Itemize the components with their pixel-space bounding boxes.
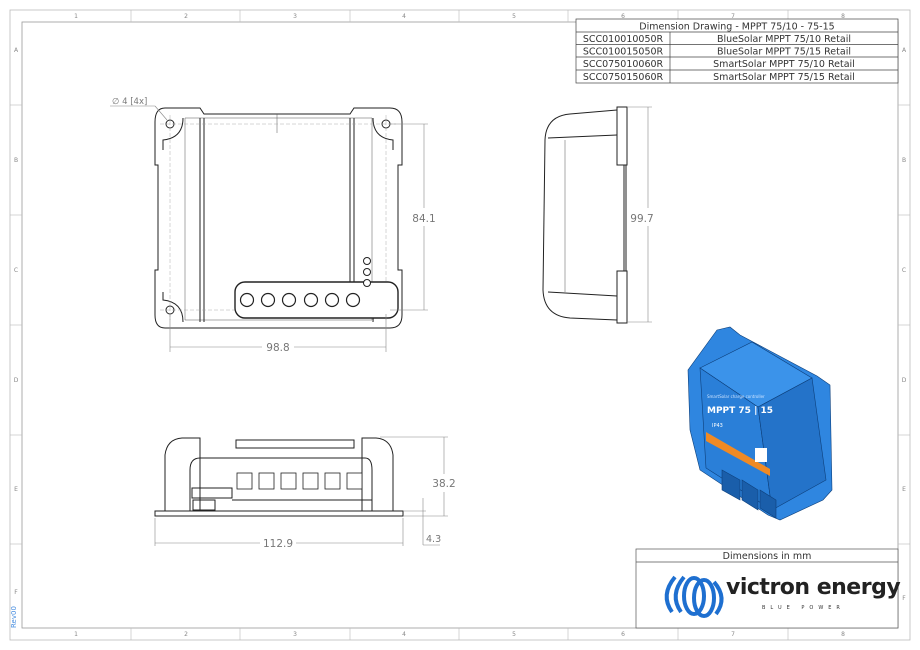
row-label: F [14,589,18,596]
col-label: 4 [402,13,406,20]
row-label: E [902,486,906,493]
product-render: SmartSolar charge controller MPPT 75 | 1… [687,326,833,521]
bottom-terminal-slots [236,472,363,490]
inner-frame [21,21,899,629]
col-label: 6 [621,13,625,20]
col-label: 1 [74,13,78,20]
part-code: SCC075015060R [583,72,664,83]
terminal-screws [239,292,361,308]
status-leds [363,257,371,287]
side-view: 99.7 [542,106,654,324]
bottom-view: 38.2 4.3 112.9 [154,436,456,550]
part-name: BlueSolar MPPT 75/10 Retail [717,34,851,45]
col-label: 5 [512,13,516,20]
revision-label: Rev00 [10,606,18,628]
title-table: Dimension Drawing - MPPT 75/10 - 75-15 S… [575,18,899,84]
col-label: 7 [731,13,735,20]
dim-side-height: 99.7 [630,213,653,225]
logo-tagline: BLUE POWER [762,605,845,611]
terminal-blocks [721,469,777,519]
logo-text: victron energy [726,575,900,600]
footer-box: Dimensions in mm victron energy BLUE POW… [635,548,901,629]
grid-ticks [10,10,910,640]
part-code: SCC075010060R [583,59,664,70]
col-label: 4 [402,631,406,638]
col-label: 2 [184,631,188,638]
row-label: E [14,486,18,493]
row-label: B [14,157,18,164]
grid-column-labels: 1 2 3 4 5 6 7 8 1 2 3 4 5 6 7 8 [74,13,845,638]
units-note: Dimensions in mm [723,551,812,562]
part-name: SmartSolar MPPT 75/15 Retail [713,72,855,83]
row-label: B [902,157,906,164]
dim-front-width: 98.8 [266,342,289,354]
col-label: 1 [74,631,78,638]
col-label: 3 [293,13,297,20]
col-label: 5 [512,631,516,638]
hole-callout: ∅ 4 [4x] [112,97,147,107]
dim-bottom-height: 38.2 [432,478,455,490]
drawing-title: Dimension Drawing - MPPT 75/10 - 75-15 [639,22,834,33]
render-ip: IP43 [712,423,723,429]
col-label: 3 [293,631,297,638]
part-code: SCC010010050R [583,34,664,45]
dim-bottom-width: 112.9 [263,538,293,550]
row-label: D [14,377,19,384]
row-label: C [14,267,18,274]
row-label: C [902,267,906,274]
row-label: A [902,47,907,54]
row-label: F [902,595,906,602]
qr-code [755,448,767,462]
part-code: SCC010015050R [583,47,664,58]
dim-front-height: 84.1 [412,213,435,225]
render-model: MPPT 75 | 15 [707,406,773,416]
grid-row-labels: A B C D E F A B C D E F [14,47,907,602]
col-label: 7 [731,631,735,638]
row-label: D [902,377,907,384]
dim-flange: 4.3 [426,534,441,545]
orange-strip [706,432,770,476]
front-view: ∅ 4 [4x] 84.1 98.8 [110,97,436,354]
col-label: 8 [841,13,845,20]
col-label: 6 [621,631,625,638]
col-label: 2 [184,13,188,20]
victron-logo-icon [664,575,724,618]
part-name: BlueSolar MPPT 75/15 Retail [717,47,851,58]
render-series: SmartSolar charge controller [707,394,765,399]
row-label: A [14,47,19,54]
part-name: SmartSolar MPPT 75/10 Retail [713,59,855,70]
col-label: 8 [841,631,845,638]
